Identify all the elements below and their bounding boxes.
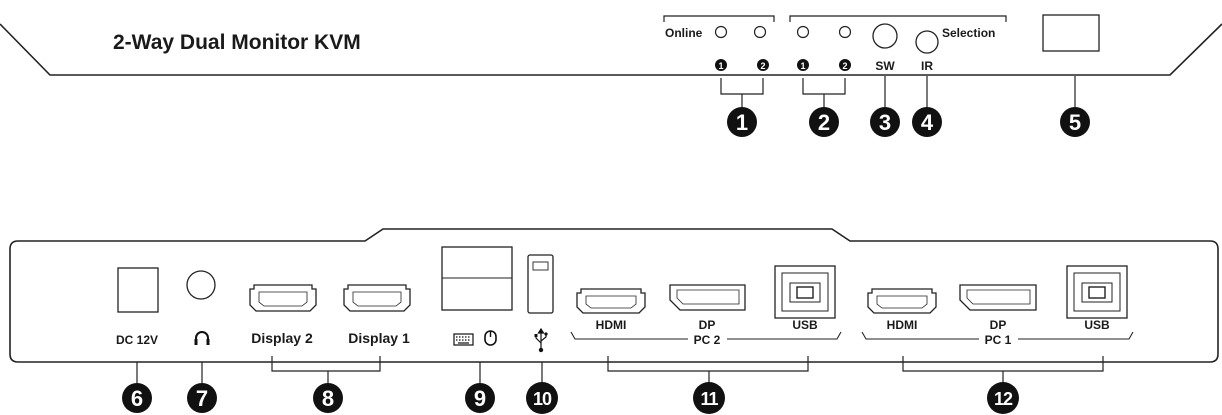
callout-8-leader [271, 356, 381, 383]
selection-port-2-number: 2 [842, 61, 847, 71]
pc1-usb-label: USB [1084, 318, 1110, 332]
callout-1-leader [720, 78, 764, 108]
display-1-port-inner [352, 291, 402, 307]
pc1-dp-port [959, 284, 1037, 311]
online-label: Online [665, 26, 703, 40]
front-window [1042, 14, 1100, 52]
pc2-hdmi-label: HDMI [596, 318, 627, 332]
keyboard-icon [453, 333, 474, 346]
pc1-dp-label: DP [990, 318, 1007, 332]
pc1-hdmi-port-inner [876, 295, 928, 309]
ir-label: IR [921, 59, 933, 73]
svg-text:5: 5 [1069, 110, 1081, 135]
selection-led-2 [838, 25, 852, 39]
mouse-icon [484, 330, 497, 346]
callout-7: 7 [187, 383, 217, 413]
callout-2: 2 [809, 107, 839, 137]
pc1-hdmi-port [867, 288, 937, 314]
callout-12-leader [902, 356, 1104, 383]
svg-text:9: 9 [474, 386, 486, 411]
svg-text:12: 12 [994, 389, 1013, 409]
callout-6: 6 [122, 383, 152, 413]
usb-a-port-tongue [532, 261, 549, 271]
pc2-dp-port [669, 284, 746, 311]
selection-led-1 [796, 25, 810, 39]
usb-a-port [527, 254, 554, 314]
pc2-hdmi-port-inner [585, 295, 637, 309]
selection-bracket [789, 15, 1007, 22]
svg-text:10: 10 [533, 389, 552, 409]
callout-11: 11 [693, 382, 725, 414]
callout-11-leader [607, 356, 809, 383]
display-1-port [343, 284, 411, 312]
svg-text:4: 4 [921, 110, 934, 135]
display-1-label: Display 1 [348, 330, 410, 346]
callout-8: 8 [313, 383, 343, 413]
pc2-dp-port-inner [676, 289, 740, 305]
selection-port-2-badge [839, 59, 851, 71]
rear-panel-outline [9, 228, 1219, 363]
sw-label: SW [875, 59, 895, 73]
callout-10: 10 [526, 382, 558, 414]
pc1-group-bracket [861, 331, 1134, 340]
online-port-2-number: 2 [760, 61, 765, 71]
display-2-port-inner [258, 291, 308, 307]
svg-text:7: 7 [196, 386, 208, 411]
pc2-group-label: PC 2 [694, 333, 721, 347]
selection-port-1-badge [797, 59, 809, 71]
pc2-hdmi-port [576, 288, 646, 314]
callout-9: 9 [465, 383, 495, 413]
callout-4: 4 [912, 107, 942, 137]
front-panel: 2-Way Dual Monitor KVM Online 1 2 Select… [0, 14, 1222, 108]
headphone-icon [194, 331, 210, 345]
pc1-usb-b-port [1066, 265, 1128, 319]
pc2-usb-label: USB [792, 318, 818, 332]
callout-12: 12 [987, 382, 1019, 414]
display-2-label: Display 2 [251, 330, 313, 346]
svg-text:3: 3 [879, 110, 891, 135]
pc1-hdmi-label: HDMI [887, 318, 918, 332]
dc-label: DC 12V [116, 333, 158, 347]
pc1-group-label: PC 1 [985, 333, 1012, 347]
device-title: 2-Way Dual Monitor KVM [113, 31, 361, 54]
sw-button[interactable] [872, 23, 898, 49]
online-port-1-number: 1 [718, 61, 723, 71]
ir-receiver [915, 30, 939, 54]
selection-port-1-number: 1 [800, 61, 805, 71]
callout-5: 5 [1060, 107, 1090, 137]
svg-text:1: 1 [736, 110, 748, 135]
svg-text:8: 8 [322, 386, 334, 411]
online-port-2-badge [757, 59, 769, 71]
online-led-2 [753, 25, 767, 39]
online-led-1 [714, 25, 728, 39]
dc-power-port [117, 267, 159, 313]
svg-text:6: 6 [131, 386, 143, 411]
online-port-1-badge [715, 59, 727, 71]
callout-1: 1 [727, 107, 757, 137]
pc1-dp-port-inner [966, 289, 1031, 305]
pc2-group-bracket [570, 331, 842, 340]
online-bracket [663, 15, 775, 22]
pc2-dp-label: DP [699, 318, 716, 332]
display-2-port [249, 284, 317, 312]
selection-label: Selection [942, 26, 995, 40]
headphone-jack [186, 270, 216, 300]
front-panel-outline [0, 23, 1222, 76]
rear-panel: DC 12V Display 2 Display 1 [9, 228, 1219, 383]
svg-text:2: 2 [818, 110, 830, 135]
callout-2-leader [802, 78, 846, 108]
svg-text:11: 11 [700, 389, 718, 409]
pc2-usb-b-port [774, 265, 836, 319]
usb-icon [534, 327, 548, 353]
callout-3: 3 [870, 107, 900, 137]
